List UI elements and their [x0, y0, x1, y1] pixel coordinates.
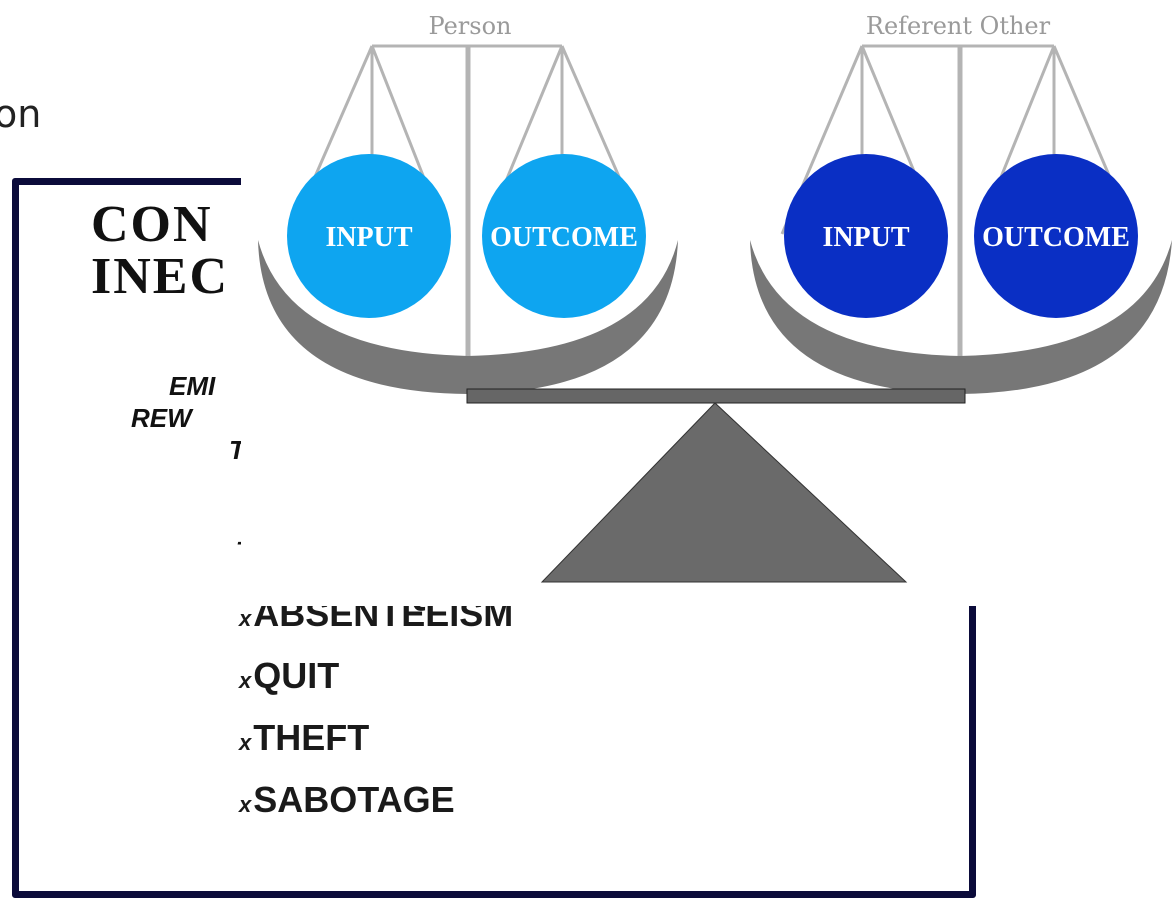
card-heading-line-2: INEC [91, 248, 230, 305]
list-item-quit: xQUIT [239, 655, 340, 696]
card-subtitle-line-1: EMI [169, 371, 216, 401]
card-subtitle-line-2: REW [131, 403, 192, 433]
referent-outcome-circle [974, 154, 1138, 318]
x-bullet-icon: x [239, 606, 252, 631]
referent-other-pan [750, 240, 1172, 394]
person-outcome-circle [482, 154, 646, 318]
card-list-fragment: - [237, 527, 244, 557]
card-subtitle-line-3: T [229, 435, 245, 465]
x-bullet-icon: x [239, 792, 252, 817]
referent-input-label: INPUT [822, 222, 909, 253]
list-item-sabotage: xSABOTAGE [239, 779, 455, 820]
referent-other-label: Referent Other [866, 12, 1051, 40]
person-input-circle [287, 154, 451, 318]
referent-input-circle [784, 154, 948, 318]
person-outcome-label: OUTCOME [490, 222, 638, 253]
x-bullet-icon: x [239, 730, 252, 755]
person-pan [258, 240, 678, 394]
scale-fulcrum [540, 402, 908, 583]
slide-title: on [0, 92, 42, 136]
card-heading-line-1: CON [91, 196, 213, 253]
person-label: Person [429, 12, 512, 40]
person-input-label: INPUT [325, 222, 412, 253]
x-bullet-icon: x [239, 668, 252, 693]
list-item-theft: xTHEFT [239, 717, 370, 758]
scale-beam [466, 388, 966, 404]
card-heading: CON INEC [91, 199, 229, 303]
referent-outcome-label: OUTCOME [982, 222, 1130, 253]
